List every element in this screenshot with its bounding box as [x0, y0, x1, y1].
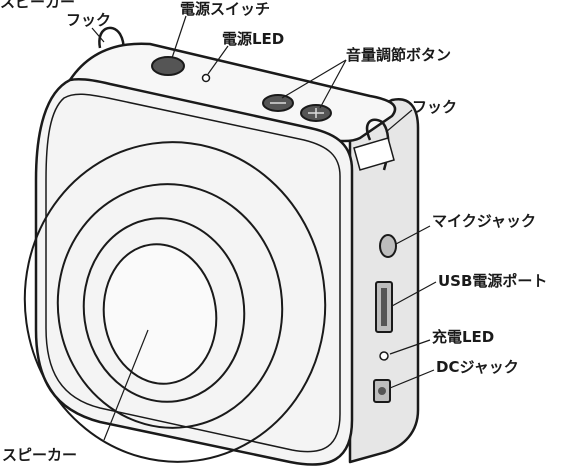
dc-jack-hole — [378, 387, 386, 395]
leader-dc-jack — [389, 369, 435, 389]
label-volume-buttons: 音量調節ボタン — [346, 46, 452, 64]
power-switch-button — [151, 56, 185, 76]
leader-hook-right — [385, 109, 413, 133]
mic-jack-port — [379, 234, 397, 258]
label-hook-left: フック — [66, 11, 112, 29]
right-hook-slot — [353, 137, 395, 171]
label-dc-jack: DCジャック — [436, 358, 519, 376]
speaker-ring-outer — [23, 141, 327, 463]
label-mic-jack: マイクジャック — [432, 212, 536, 230]
volume-up-mark — [308, 108, 324, 118]
label-power-switch: 電源スイッチ — [180, 0, 271, 18]
leader-mic-jack — [395, 225, 431, 245]
front-bevel — [45, 93, 341, 453]
label-usb-port: USB電源ポート — [438, 272, 548, 290]
label-hook-right: フック — [412, 98, 458, 116]
leader-usb-port — [391, 281, 437, 307]
leader-volume-1 — [281, 59, 347, 99]
speaker-ring-inner — [82, 217, 246, 403]
leader-power-led — [207, 45, 229, 75]
leader-speaker — [103, 329, 149, 441]
leader-power-switch — [171, 15, 187, 59]
power-led-dot — [201, 73, 211, 83]
label-speaker-top-cut: スピーカー — [0, 0, 76, 11]
speaker-ring-middle — [56, 183, 284, 429]
leader-charge-led — [389, 339, 431, 355]
label-charge-led: 充電LED — [432, 328, 495, 346]
usb-port-inner — [381, 288, 387, 326]
label-speaker: スピーカー — [2, 446, 78, 464]
leader-hook-left — [91, 27, 105, 43]
charge-led-dot — [379, 351, 389, 361]
device-side-panel — [348, 97, 420, 464]
speaker-cone — [102, 243, 218, 385]
leader-volume-2 — [319, 59, 347, 109]
leader-lines — [91, 15, 437, 441]
label-power-led: 電源LED — [222, 30, 285, 48]
